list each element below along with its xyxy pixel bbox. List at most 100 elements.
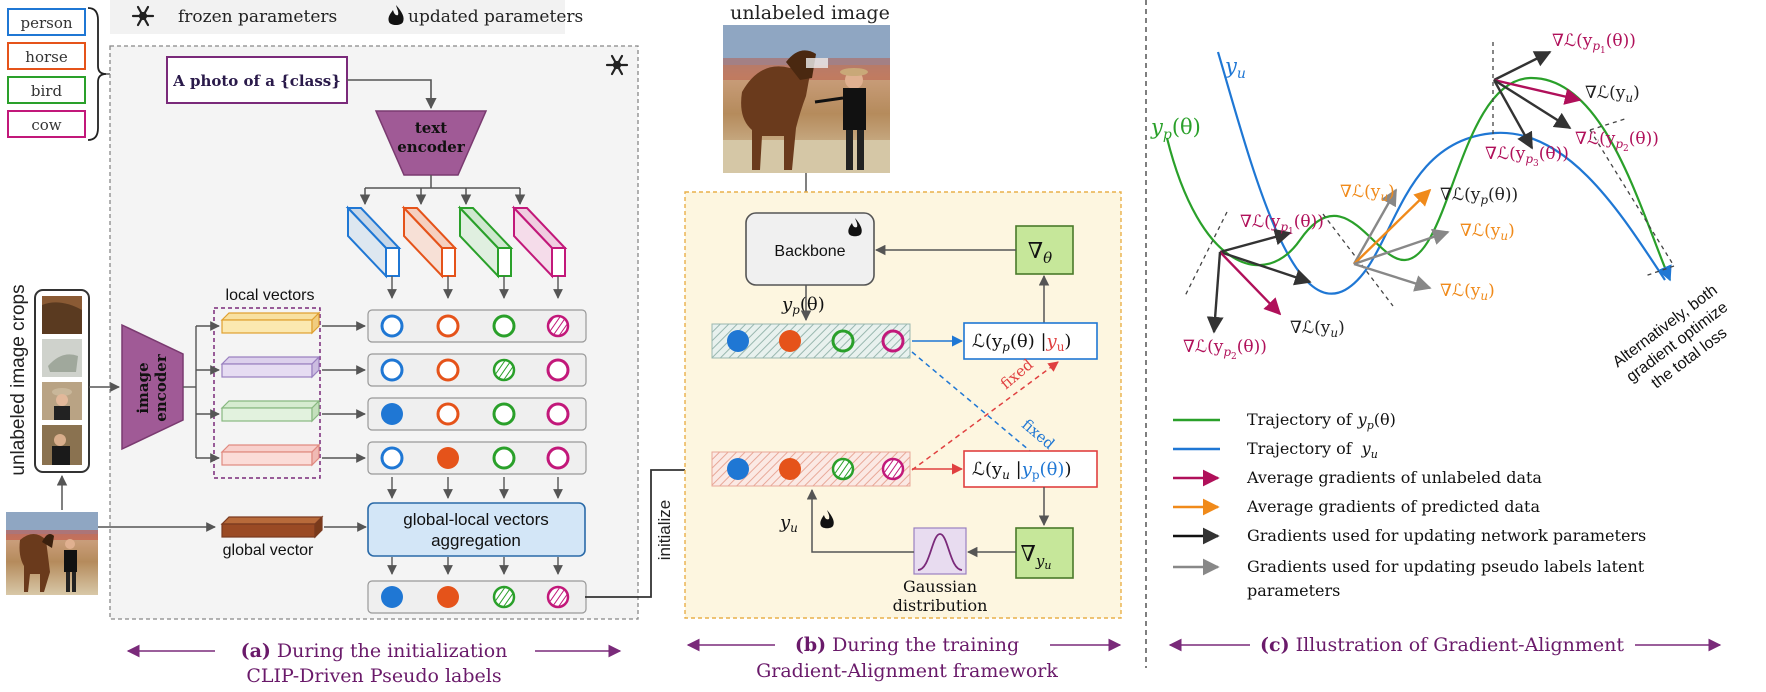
loss2-post: ) (1064, 459, 1071, 480)
svg-text:∇ℒ(yp1(θ)): ∇ℒ(yp1(θ)) (1552, 31, 1636, 56)
score-row-1-dot-bird (492, 314, 516, 338)
loss1-mid: (θ) | (1010, 331, 1047, 352)
score-row-3-dot-bird (492, 402, 516, 426)
yu-sub: u (790, 521, 798, 535)
aggregation-line1: global-local vectors (403, 510, 549, 529)
score-row-4-dot-bird (492, 446, 516, 470)
backbone-label: Backbone (774, 243, 845, 260)
frozen-params-label: frozen parameters (178, 7, 337, 27)
yp-dot-person (727, 330, 749, 352)
local-vectors-box (213, 307, 321, 479)
local-vectors-label: local vectors (226, 287, 315, 304)
grad-yu-subsub: u (1044, 559, 1051, 572)
svg-text:∇ℒ(yp1(θ)): ∇ℒ(yp1(θ)) (1240, 212, 1324, 237)
image-encoder (121, 323, 184, 451)
text-encoder-line2: encoder (397, 138, 466, 156)
svg-text:ℒ(yu |yp(θ)): ℒ(yu |yp(θ)) (972, 459, 1071, 482)
score-row-1-dot-cow (546, 314, 570, 338)
traj-yu-sub: u (1237, 66, 1246, 82)
caption-c-line1: Illustration of Gradient-Alignment (1296, 634, 1625, 656)
svg-text:∇ℒ(yu): ∇ℒ(yu) (1340, 182, 1395, 204)
legend-0-arg: (θ) (1374, 410, 1396, 429)
yp-label: y (781, 294, 793, 315)
grad-yu-box (1015, 527, 1074, 579)
final-pseudo-label-row-dot-horse (437, 586, 459, 608)
yp-sub: p (792, 303, 800, 317)
legend-1-text: Trajectory of (1247, 439, 1353, 458)
grad-theta-sub: θ (1043, 249, 1052, 267)
local-vector-3 (220, 399, 321, 423)
traj-yp-label: y (1150, 115, 1164, 139)
traj-yp-arg: (θ) (1172, 115, 1201, 139)
svg-text:∇ℒ(yp3(θ)): ∇ℒ(yp3(θ)) (1485, 144, 1569, 169)
score-row-1-dot-horse (436, 314, 460, 338)
crop-1 (42, 296, 82, 334)
caption-a-line1: During the initialization (277, 640, 508, 662)
grad-theta-box (1015, 225, 1074, 275)
prompt-box (166, 56, 348, 104)
score-row-2 (367, 353, 587, 387)
score-rows (367, 309, 587, 475)
loss-yp-box (963, 322, 1098, 360)
caption-c-prefix: (c) (1260, 634, 1290, 656)
g-yp2-left: ∇ℒ(y (1183, 337, 1224, 357)
svg-text:∇ℒ(yu): ∇ℒ(yu) (1460, 221, 1515, 243)
traj-yp-sub: p (1163, 127, 1172, 143)
panel-a: A photo of a {class} text encoder (109, 45, 639, 620)
final-pseudo-label-row-dot-bird (492, 585, 516, 609)
g-yp1-top: ∇ℒ(y (1552, 31, 1593, 51)
flame-icon (820, 510, 834, 529)
text-encoder (374, 110, 488, 176)
legend-0-sub: p (1367, 419, 1374, 432)
initialize-label: initialize (655, 500, 674, 560)
svg-text:∇ℒ(yu): ∇ℒ(yu) (1585, 83, 1640, 105)
loss1-post: ) (1064, 331, 1071, 352)
grad-yu-nabla: ∇ (1021, 542, 1036, 567)
aggregation-box (367, 502, 586, 557)
grad-yu-sub: y (1035, 552, 1045, 570)
text-vector-bird (457, 205, 514, 279)
legend-0-math: y (1357, 410, 1368, 429)
svg-text:yu: yu (779, 512, 798, 535)
alternating-note: Alternatively, both gradient optimize th… (1610, 282, 1731, 392)
score-row-4-dot-person (380, 446, 404, 470)
svg-text:∇ℒ(yu): ∇ℒ(yu) (1440, 281, 1495, 303)
svg-text:(c)Illustration of Gradient-Al: (c) Illustration of Gradient-Alignment (1260, 634, 1624, 656)
image-encoder-line2: encoder (152, 353, 170, 422)
class-label-bird: bird (31, 82, 63, 100)
gaussian-line2: distribution (893, 596, 988, 615)
left-gradient-cluster (1206, 228, 1312, 334)
score-row-2-dot-bird (492, 358, 516, 382)
updated-params-label: updated parameters (408, 7, 583, 27)
g-yp2-top: ∇ℒ(y (1575, 129, 1616, 149)
caption-b: (b)During the training Gradient-Alignmen… (686, 634, 1122, 682)
guide-lines (1184, 42, 1675, 307)
loss2-cond: y (1021, 459, 1033, 480)
score-row-3-dot-horse (436, 402, 460, 426)
g-yp3: ∇ℒ(y (1485, 144, 1526, 164)
score-row-1 (367, 309, 587, 343)
text-vector-horse (401, 205, 458, 279)
class-box-horse (7, 42, 86, 70)
final-pseudo-label-row-dot-cow (546, 585, 570, 609)
crops-column: unlabeled image crops (6, 284, 216, 595)
crops-label: unlabeled image crops (8, 284, 29, 475)
legend-5-line2: parameters (1247, 581, 1340, 600)
score-row-2-dot-cow (546, 358, 570, 382)
caption-a-line2: CLIP-Driven Pseudo labels (246, 665, 501, 687)
local-vector-2 (220, 355, 321, 379)
text-vector-person (345, 205, 402, 279)
score-row-1-dot-person (380, 314, 404, 338)
initialize-connector: initialize (585, 463, 712, 598)
class-label-person: person (20, 14, 72, 32)
unlabeled-image (723, 25, 890, 173)
gaussian-curve-icon (917, 533, 963, 571)
score-row-3-dot-person (381, 403, 403, 425)
caption-b-prefix: (b) (795, 634, 826, 656)
legend-1-sub: u (1371, 448, 1378, 461)
svg-text:∇θ: ∇θ (1028, 239, 1052, 267)
crop-3 (42, 382, 82, 420)
legend-5-text: Gradients used for updating pseudo label… (1247, 557, 1645, 576)
legend-3-text: Average gradients of predicted data (1246, 497, 1540, 516)
